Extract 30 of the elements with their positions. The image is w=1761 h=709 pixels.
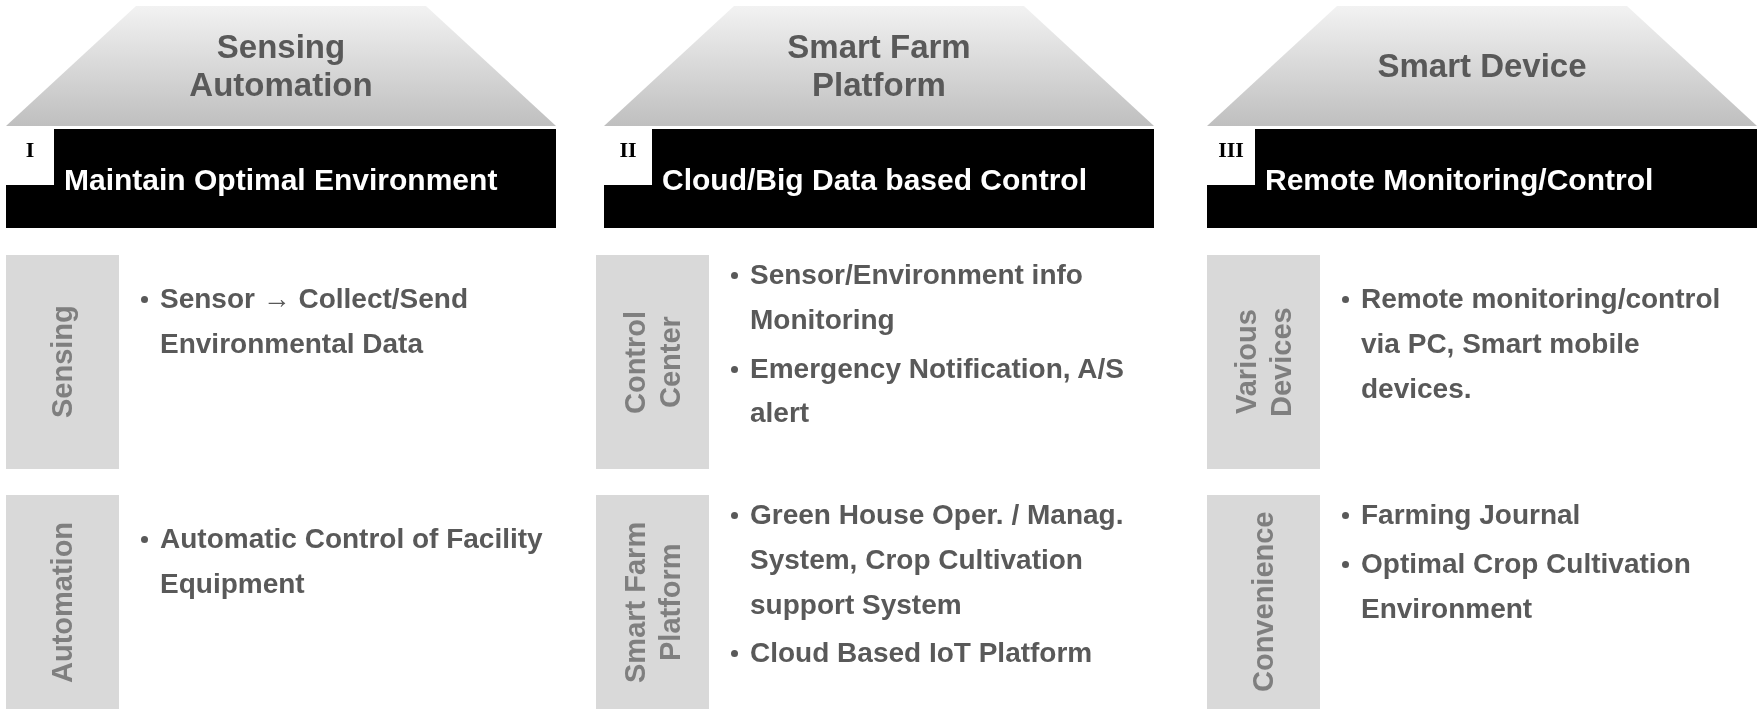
category-label: Automation: [6, 495, 119, 709]
bullet-text: Green House Oper. / Manag. System, Crop Cultivation support System: [750, 498, 1125, 622]
bullet-text: Emergency Notification, A/S alert: [750, 351, 1125, 431]
bar-title: Remote Monitoring/Control: [1265, 163, 1655, 197]
bar-title: Maintain Optimal Environment: [64, 163, 499, 197]
banner-title: Smart Farm Platform: [786, 28, 972, 104]
header-banner: [604, 6, 1154, 126]
bullet-text: Farming Journal: [1361, 498, 1581, 532]
bullet-text: Sensor/Environment info Monitoring: [750, 258, 1084, 337]
bullet-text: Cloud Based IoT Platform: [750, 636, 1093, 671]
bullet-text: Remote monitoring/control via PC, Smart mobile devices.: [1361, 282, 1722, 406]
bullet-text: Automatic Control of Facility Equipment: [160, 522, 544, 601]
banner-title: Sensing Automation: [188, 28, 374, 104]
numeral-badge: I: [6, 129, 54, 185]
numeral-badge: III: [1207, 129, 1255, 185]
title-bar: [1207, 129, 1757, 228]
banner-title: Smart Device: [1377, 47, 1587, 85]
title-bar: [6, 129, 556, 228]
bullet-text: Sensor → Collect/Send Environmental Data: [160, 282, 470, 361]
numeral-badge: II: [604, 129, 652, 185]
category-label: Control Center: [596, 255, 709, 469]
bullet-text: Optimal Crop Cultivation Environment: [1361, 546, 1692, 626]
category-label: Various Devices: [1207, 255, 1320, 469]
title-bar: [604, 129, 1154, 228]
header-banner: [6, 6, 556, 126]
category-label: Smart Farm Platform: [596, 495, 709, 709]
header-banner: [1207, 6, 1757, 126]
category-label: Sensing: [6, 255, 119, 469]
bar-title: Cloud/Big Data based Control: [662, 163, 1088, 197]
category-label: Convenience: [1207, 495, 1320, 709]
